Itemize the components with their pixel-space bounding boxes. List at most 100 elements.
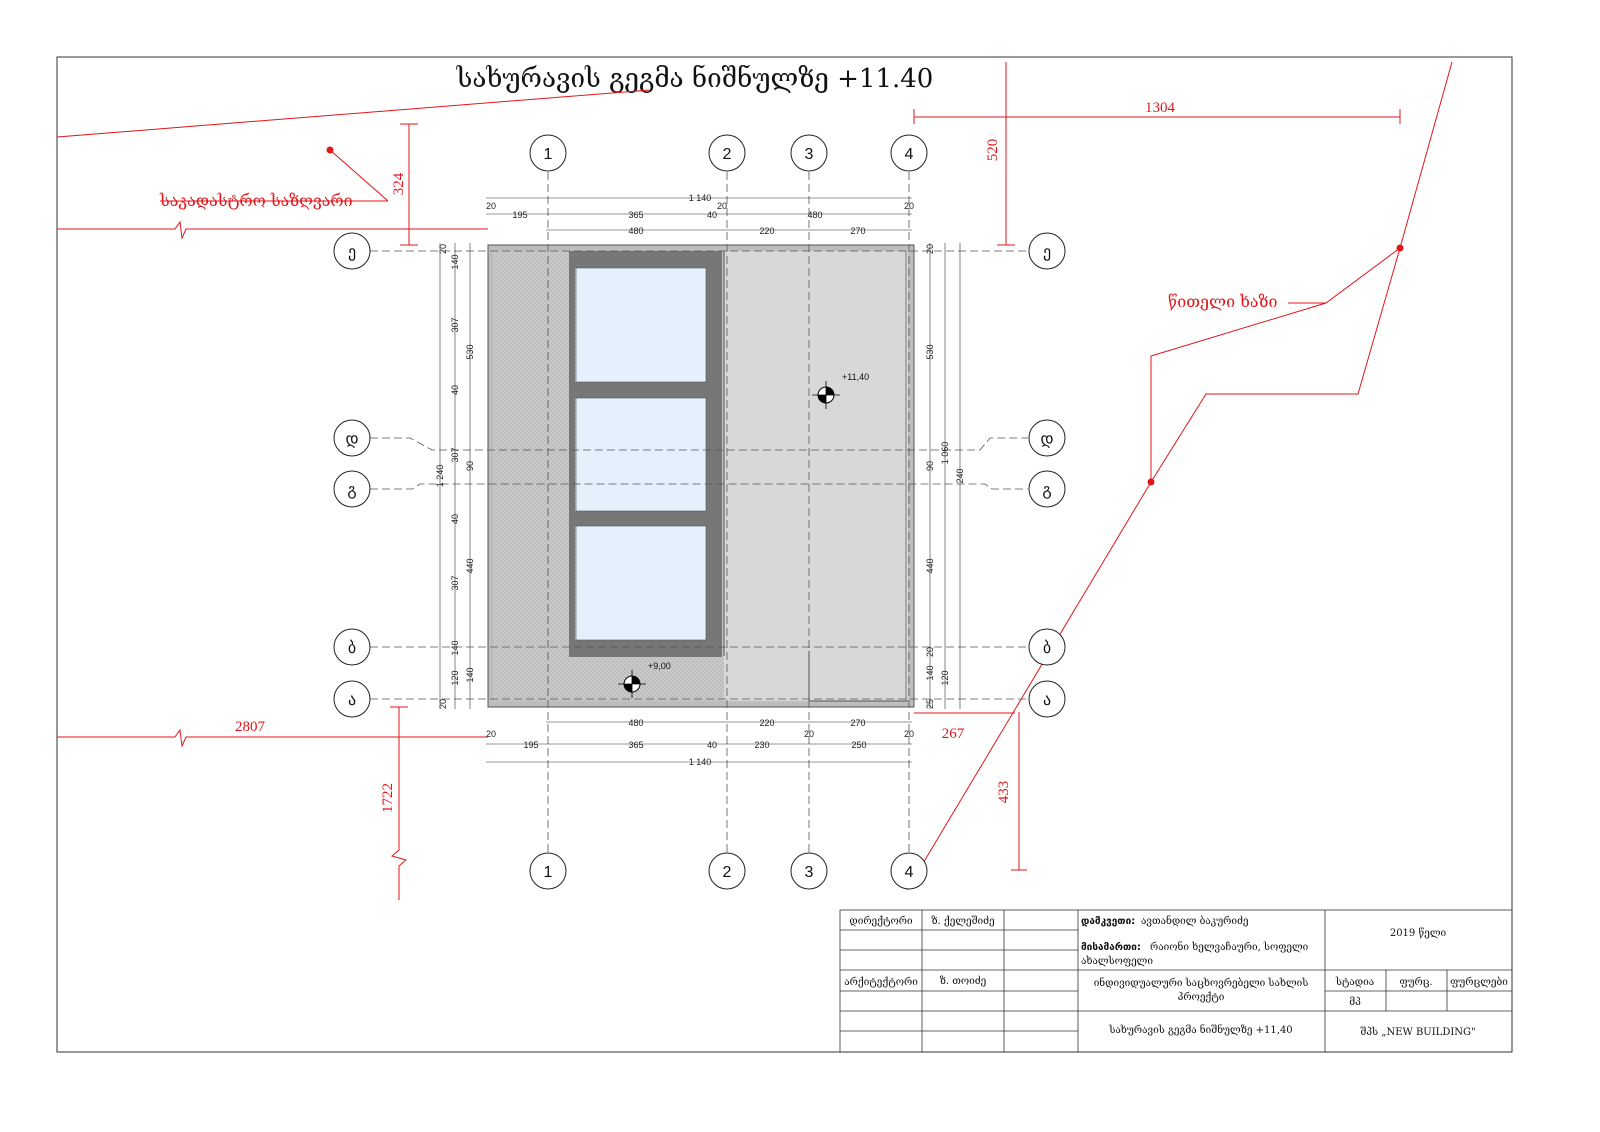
svg-text:440: 440 — [465, 558, 475, 573]
svg-text:1: 1 — [544, 864, 553, 881]
svg-text:140: 140 — [925, 665, 935, 680]
svg-text:დ: დ — [1040, 431, 1053, 448]
svg-text:+9,00: +9,00 — [648, 661, 671, 671]
svg-text:307: 307 — [450, 317, 460, 332]
svg-text:ავთანდილ ბაკურიძე: ავთანდილ ბაკურიძე — [1141, 915, 1249, 927]
svg-text:90: 90 — [465, 461, 475, 471]
svg-text:20: 20 — [717, 201, 727, 211]
svg-text:+11,40: +11,40 — [842, 372, 869, 382]
svg-text:2: 2 — [723, 864, 732, 881]
red-line-label: წითელი ხაზი — [1168, 292, 1277, 311]
svg-text:2: 2 — [723, 146, 732, 163]
svg-text:4: 4 — [905, 864, 914, 881]
svg-text:არქიტექტორი: არქიტექტორი — [844, 977, 918, 988]
svg-text:2019 წელი: 2019 წელი — [1390, 928, 1447, 939]
boundary-point — [326, 146, 334, 154]
svg-text:307: 307 — [450, 575, 460, 590]
grid-bubbles — [333, 134, 1066, 890]
svg-text:3: 3 — [805, 146, 814, 163]
skylight-panels — [575, 267, 707, 641]
drawing-title: სახურავის გეგმა ნიშნულზე +11.40 — [456, 64, 934, 94]
svg-text:დ: დ — [345, 431, 358, 448]
title-block-text: დირექტორი ზ. ქელეშიძე არქიტექტორი ზ. თოი… — [844, 915, 1508, 1038]
dim-267: 267 — [942, 726, 965, 742]
svg-text:ზ. თოიძე: ზ. თოიძე — [940, 976, 986, 987]
svg-text:140: 140 — [450, 254, 460, 269]
svg-text:250: 250 — [851, 740, 866, 750]
svg-text:20: 20 — [438, 244, 448, 254]
svg-text:4: 4 — [905, 146, 914, 163]
svg-text:ინდივიდუალური საცხოვრებელი სახ: ინდივიდუალური საცხოვრებელი სახლის — [1094, 977, 1309, 989]
svg-text:20: 20 — [438, 699, 448, 709]
wall-frame — [569, 251, 722, 657]
svg-text:1 140: 1 140 — [689, 193, 712, 203]
svg-text:480: 480 — [807, 210, 822, 220]
svg-text:შპს „NEW BUILDING": შპს „NEW BUILDING" — [1360, 1027, 1475, 1038]
svg-text:ე: ე — [1043, 244, 1051, 261]
svg-text:120: 120 — [940, 670, 950, 685]
svg-text:25: 25 — [925, 699, 935, 709]
svg-text:ა: ა — [348, 692, 356, 709]
svg-text:20: 20 — [486, 729, 496, 739]
svg-text:40: 40 — [450, 385, 460, 395]
svg-text:ზ. ქელეშიძე: ზ. ქელეშიძე — [931, 916, 994, 927]
svg-text:40: 40 — [707, 210, 717, 220]
svg-text:307: 307 — [450, 447, 460, 462]
left-dimension-labels: 1 240 20 140 307 40 307 40 307 140 120 2… — [435, 244, 475, 709]
svg-text:365: 365 — [628, 740, 643, 750]
dim-1304: 1304 — [1145, 100, 1176, 116]
svg-text:195: 195 — [512, 210, 527, 220]
svg-text:პროექტი: პროექტი — [1178, 992, 1225, 1003]
level-mark-roof: +11,40 — [812, 372, 869, 409]
svg-text:1 140: 1 140 — [689, 757, 712, 767]
svg-text:სახურავის გეგმა ნიშნულზე +11,4: სახურავის გეგმა ნიშნულზე +11,40 — [1108, 1024, 1292, 1036]
svg-text:120: 120 — [450, 670, 460, 685]
svg-text:20: 20 — [486, 201, 496, 211]
svg-text:ახალსოფელი: ახალსოფელი — [1081, 956, 1153, 967]
svg-text:20: 20 — [925, 647, 935, 657]
dim-520: 520 — [985, 139, 1001, 162]
svg-text:530: 530 — [925, 344, 935, 359]
dim-2807: 2807 — [235, 719, 266, 735]
dim-324: 324 — [391, 172, 407, 195]
svg-text:დამკვეთი:: დამკვეთი: — [1081, 915, 1135, 927]
svg-text:240: 240 — [955, 468, 965, 483]
svg-text:90: 90 — [925, 461, 935, 471]
svg-text:1 060: 1 060 — [940, 442, 950, 465]
grid-bubble-labels: 1 2 3 4 1 2 3 4 ე დ გ ბ ა ე დ გ ბ ა — [345, 146, 1053, 881]
svg-text:480: 480 — [628, 718, 643, 728]
dim-1722: 1722 — [380, 783, 396, 813]
svg-text:20: 20 — [904, 729, 914, 739]
svg-text:270: 270 — [850, 718, 865, 728]
svg-text:530: 530 — [465, 344, 475, 359]
boundary-point — [1396, 244, 1404, 252]
dimension-lines — [439, 197, 961, 763]
svg-text:ე: ე — [348, 244, 356, 261]
svg-text:230: 230 — [754, 740, 769, 750]
title-block — [839, 909, 1513, 1053]
cadastral-boundary-label: საკადასტრო საზღვარი — [159, 191, 353, 210]
svg-text:გ: გ — [347, 482, 356, 499]
svg-text:20: 20 — [904, 201, 914, 211]
svg-text:ფურც.: ფურც. — [1399, 977, 1432, 988]
boundary-point — [1147, 478, 1155, 486]
grid-lines — [370, 172, 1028, 852]
dim-433: 433 — [996, 781, 1012, 804]
svg-text:ა: ა — [1043, 692, 1051, 709]
svg-text:20: 20 — [925, 244, 935, 254]
bottom-dimension-labels: 480 220 270 20 195 365 40 230 20 250 20 … — [486, 718, 914, 767]
top-dimension-labels: 1 140 20 195 365 40 20 480 20 480 220 27… — [486, 193, 914, 236]
svg-text:20: 20 — [804, 729, 814, 739]
svg-text:270: 270 — [850, 226, 865, 236]
svg-text:480: 480 — [628, 226, 643, 236]
svg-text:რაიონი ხელვაჩაური, სოფელი: რაიონი ხელვაჩაური, სოფელი — [1150, 941, 1309, 953]
svg-text:140: 140 — [450, 640, 460, 655]
svg-text:მპ: მპ — [1349, 997, 1361, 1008]
svg-text:ფურცლები: ფურცლები — [1450, 977, 1508, 988]
svg-text:სტადია: სტადია — [1335, 977, 1374, 988]
svg-text:220: 220 — [759, 226, 774, 236]
svg-text:40: 40 — [450, 514, 460, 524]
svg-text:დირექტორი: დირექტორი — [849, 916, 913, 927]
sheet-border — [56, 56, 1513, 1053]
